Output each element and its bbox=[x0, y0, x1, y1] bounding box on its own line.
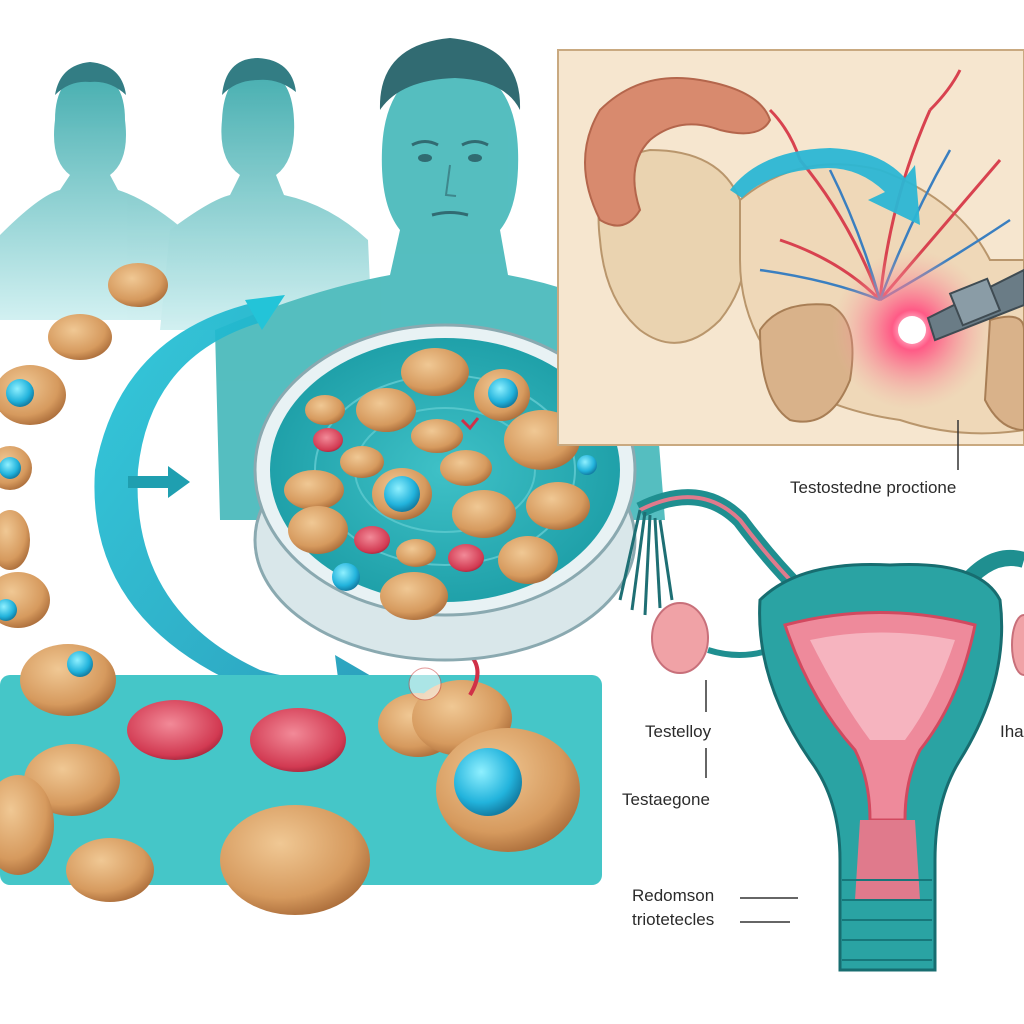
left-cells bbox=[0, 263, 168, 628]
petri-dish bbox=[253, 323, 637, 662]
label-triotetecles: triotetecles bbox=[632, 910, 715, 929]
label-testaegone: Testaegone bbox=[622, 790, 710, 809]
small-arrow bbox=[128, 466, 190, 498]
reproductive-organ bbox=[618, 489, 1024, 972]
male-figure-left bbox=[0, 62, 200, 320]
label-redomson: Redomson bbox=[632, 886, 715, 905]
tray-cells bbox=[0, 644, 580, 915]
arrow-head-top bbox=[245, 295, 285, 330]
male-figure-middle bbox=[160, 58, 372, 330]
label-production: Testostedne proctione bbox=[790, 478, 957, 497]
laser-probe bbox=[926, 268, 1024, 342]
label-cut-right: Iha bbox=[1000, 722, 1024, 741]
anatomy-panel bbox=[557, 49, 1024, 470]
leader-lines bbox=[705, 680, 798, 923]
label-testelloy: Testelloy bbox=[645, 722, 712, 741]
curved-arrow bbox=[94, 300, 395, 725]
panel-arrow bbox=[730, 148, 920, 225]
